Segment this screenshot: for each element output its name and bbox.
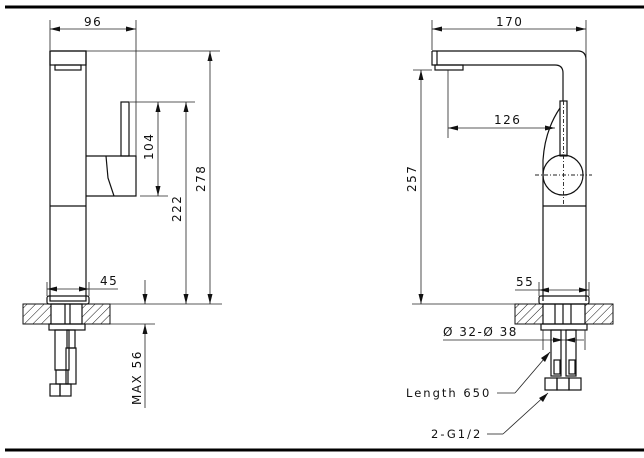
dim-55-label: 55 (516, 275, 534, 289)
dim-96-label: 96 (84, 15, 102, 29)
dim-170-label: 170 (496, 15, 523, 29)
side-deck-right (81, 303, 111, 325)
side-view: 96 104 222 278 45 (22, 15, 222, 408)
dim-max56-label: MAX 56 (130, 350, 144, 405)
dim-104-label: 104 (142, 133, 156, 160)
dim-45-label: 45 (100, 274, 118, 288)
front-view: 170 126 257 55 Ø 32-Ø 38 Length 650 (405, 15, 614, 441)
dim-126-label: 126 (494, 113, 521, 127)
dim-hole-diameter-label: Ø 32-Ø 38 (443, 325, 518, 339)
dim-222-label: 222 (170, 195, 184, 222)
dim-278-label: 278 (194, 165, 208, 192)
callout-connection: 2-G1/2 (431, 427, 482, 441)
callout-hose-length: Length 650 (406, 386, 491, 400)
front-deck-left (514, 303, 544, 325)
side-body (49, 50, 87, 302)
side-deck-left (22, 303, 52, 325)
front-deck-right (584, 303, 614, 325)
dim-257-label: 257 (405, 165, 419, 192)
side-lever (120, 101, 130, 157)
